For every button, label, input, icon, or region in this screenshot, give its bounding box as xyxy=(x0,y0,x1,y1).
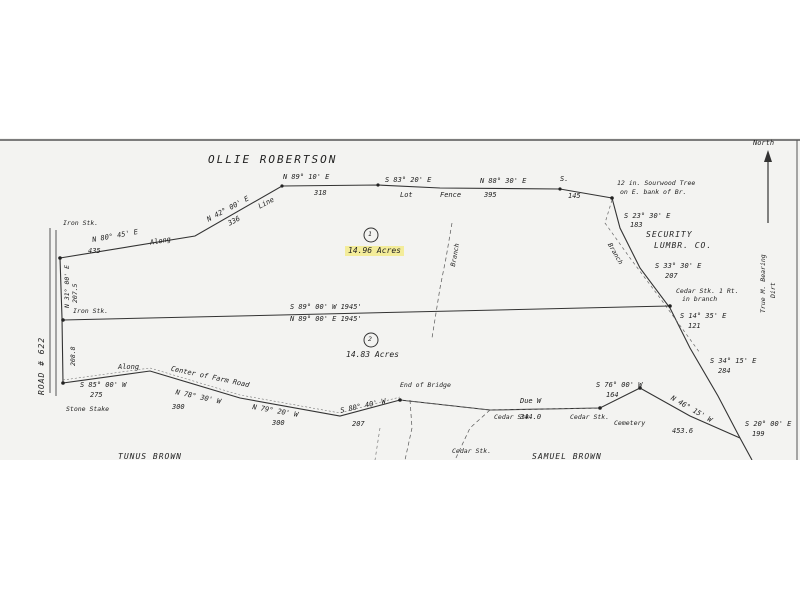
south-boundary xyxy=(62,370,741,439)
farm-road xyxy=(62,367,401,414)
survey-plat: OLLIE ROBERTSON SECURITY LUMBR. CO. TUNU… xyxy=(0,138,800,461)
branch-stream-1 xyxy=(431,222,453,339)
east-call-1-bearing: S 23° 30' E xyxy=(624,212,671,220)
north-call-4-note: Lot xyxy=(400,191,413,199)
corner-north-mid xyxy=(376,183,380,187)
note-cedar-branch: Cedar Stk. 1 Rt. xyxy=(676,287,739,295)
corner-nw xyxy=(58,256,62,260)
note-along-center: Along xyxy=(118,363,140,371)
corner-cedar-s xyxy=(598,406,602,410)
owner-east-2: LUMBR. CO. xyxy=(654,241,713,250)
true-bearing-label-2: Dirt xyxy=(769,282,777,298)
note-stone-stake: Stone Stake xyxy=(66,405,110,413)
east-call-5-bearing: S 20° 00' E xyxy=(745,420,792,428)
east-branch xyxy=(604,199,701,354)
east-call-3-bearing: S 14° 35' E xyxy=(680,312,727,320)
north-call-4-bearing: S 83° 20' E xyxy=(385,176,432,184)
north-arrow-head xyxy=(764,150,772,162)
north-call-5-distance: 395 xyxy=(484,191,497,199)
owner-southeast: SAMUEL BROWN xyxy=(532,452,602,461)
north-call-3-bearing: N 89° 10' E xyxy=(283,173,330,181)
road-label: ROAD # 622 xyxy=(37,336,46,395)
corner-e-mid xyxy=(668,304,672,308)
note-sourwood-2: on E. bank of Br. xyxy=(620,188,687,196)
note-end-bridge: End of Bridge xyxy=(400,381,451,389)
south-call-7-distance: 453.6 xyxy=(672,427,694,435)
parcel-1-number: 1 xyxy=(368,230,372,238)
owner-southwest: TUNUS BROWN xyxy=(118,452,182,461)
south-call-3-distance: 300 xyxy=(272,419,285,427)
note-road-bearing: N 31° 00' E xyxy=(63,264,71,308)
east-call-2-distance: 207 xyxy=(665,272,678,280)
north-call-5-bearing: N 88° 30' E xyxy=(480,177,527,185)
branch-stream-3 xyxy=(454,409,491,460)
north-label: North xyxy=(753,139,775,147)
corner-se xyxy=(638,386,642,390)
corner-w-mid xyxy=(61,318,65,322)
division-lower: N 89° 00' E 1945' xyxy=(290,315,362,323)
north-call-3-distance: 318 xyxy=(314,189,327,197)
plat-linework xyxy=(0,139,800,460)
owner-east-1: SECURITY xyxy=(646,230,693,239)
note-sourwood: 12 in. Sourwood Tree xyxy=(617,179,696,187)
note-road-distance-1: 207.5 xyxy=(71,283,79,303)
south-call-1-bearing: S 85° 00' W xyxy=(80,381,127,389)
note-cedar-branch-2: in branch xyxy=(682,295,718,303)
note-cedar-2: Cedar Stk. xyxy=(570,413,610,421)
west-boundary xyxy=(59,257,64,384)
note-cedar-3: Cedar Stk. xyxy=(452,447,492,455)
north-call-6-bearing: S. xyxy=(560,175,569,183)
parcel-2-circle xyxy=(363,332,379,348)
south-call-6-distance: 164 xyxy=(606,391,619,399)
north-call-1-distance: 435 xyxy=(88,247,101,255)
corner-ne xyxy=(610,196,614,200)
note-cedar-1: Cedar Stk. xyxy=(494,413,534,421)
branch-stream-2 xyxy=(404,399,413,460)
south-dashed xyxy=(399,399,601,411)
note-cemetery: Cemetery xyxy=(614,419,646,427)
corner-bridge xyxy=(398,398,402,402)
east-call-4-bearing: S 34° 15' E xyxy=(710,357,757,365)
parcel-1-area: 14.96 Acres xyxy=(345,246,404,256)
south-call-1-distance: 275 xyxy=(90,391,103,399)
division-line xyxy=(62,305,671,321)
parcel-1-circle xyxy=(363,227,379,243)
east-call-1-distance: 183 xyxy=(630,221,643,229)
east-boundary xyxy=(611,197,753,460)
corner-north-e xyxy=(558,187,562,191)
division-upper: S 89° 00' W 1945' xyxy=(290,303,362,311)
north-call-5-note: Fence xyxy=(440,191,462,199)
north-boundary xyxy=(59,184,613,259)
branch-stream-4 xyxy=(374,427,381,460)
south-call-4-distance: 207 xyxy=(352,420,365,428)
east-call-3-distance: 121 xyxy=(688,322,701,330)
east-call-2-bearing: S 33° 30' E xyxy=(655,262,702,270)
south-call-6-bearing: S 76° 00' W xyxy=(596,381,643,389)
north-call-6-distance: 145 xyxy=(568,192,581,200)
note-iron-stk-mid: Iron Stk. xyxy=(73,307,109,315)
south-call-2-distance: 300 xyxy=(172,403,185,411)
corner-sw xyxy=(61,381,65,385)
parcel-2-area: 14.83 Acres xyxy=(346,350,399,359)
note-road-distance-2: 208.8 xyxy=(69,346,77,366)
east-call-4-distance: 284 xyxy=(718,367,731,375)
parcel-2-number: 2 xyxy=(368,335,372,343)
corner-north-iron xyxy=(280,184,284,188)
south-call-5-distance: 344.0 xyxy=(520,413,542,421)
true-bearing-label: True M. Bearing xyxy=(759,254,767,313)
east-call-5-distance: 199 xyxy=(752,430,765,438)
south-call-5-bearing: Due W xyxy=(520,397,542,405)
owner-north: OLLIE ROBERTSON xyxy=(208,153,338,166)
note-iron-stk-west: Iron Stk. xyxy=(63,219,99,227)
